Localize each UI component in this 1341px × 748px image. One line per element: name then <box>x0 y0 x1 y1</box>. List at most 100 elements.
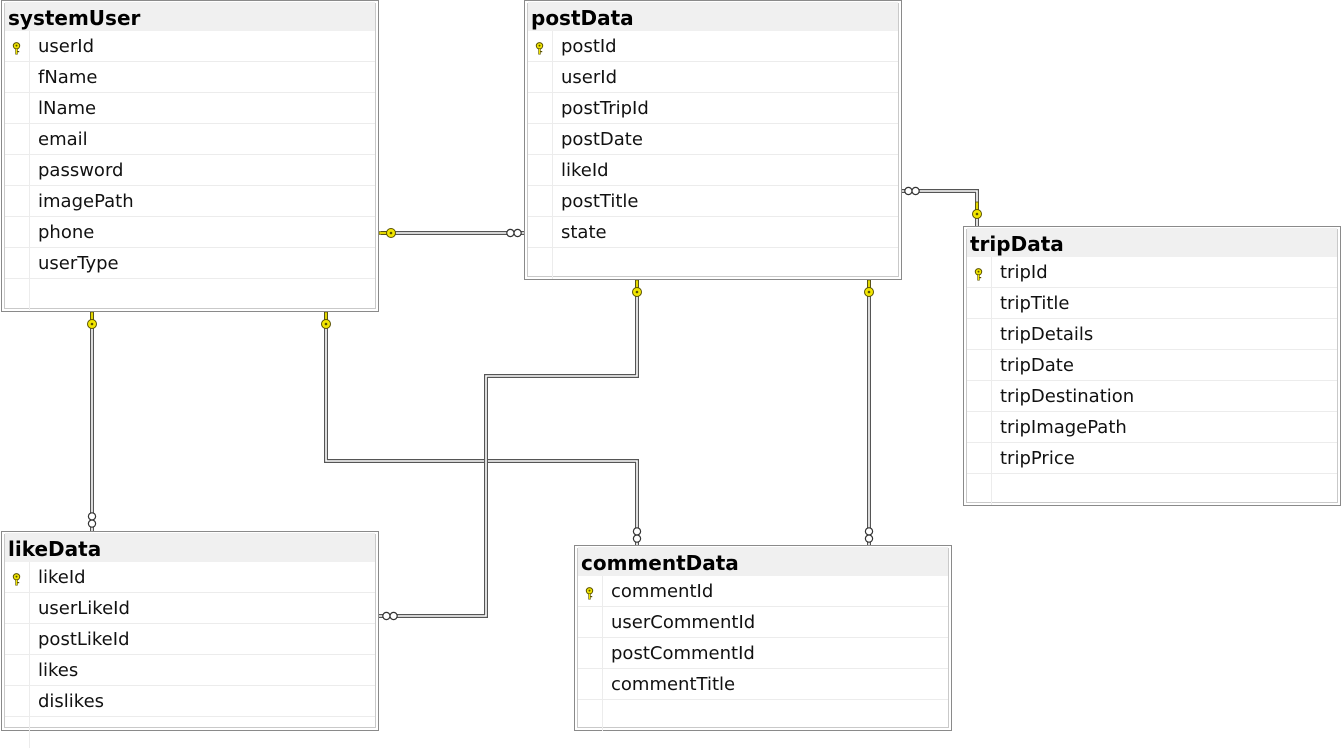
column-row[interactable]: likes <box>5 655 375 686</box>
column-row[interactable]: state <box>528 217 898 248</box>
row-selector[interactable] <box>5 279 30 310</box>
column-row[interactable]: postTripId <box>528 93 898 124</box>
row-selector[interactable] <box>5 686 30 716</box>
column-row[interactable]: commentId <box>578 576 948 607</box>
column-name: userCommentId <box>611 612 756 633</box>
row-selector[interactable] <box>5 31 30 61</box>
relationship-postData-commentData[interactable] <box>864 279 874 545</box>
column-name: commentTitle <box>611 674 736 695</box>
column-row[interactable]: likeId <box>5 562 375 593</box>
row-selector[interactable] <box>5 93 30 123</box>
row-selector[interactable] <box>5 717 30 748</box>
column-row[interactable]: tripDestination <box>967 381 1337 412</box>
column-row[interactable]: tripTitle <box>967 288 1337 319</box>
primary-key-icon <box>11 40 22 55</box>
row-selector[interactable] <box>578 607 603 637</box>
row-selector[interactable] <box>5 248 30 278</box>
column-row[interactable]: phone <box>5 217 375 248</box>
column-row[interactable]: imagePath <box>5 186 375 217</box>
column-row[interactable]: tripDate <box>967 350 1337 381</box>
new-column-row[interactable] <box>967 474 1337 505</box>
column-name: postCommentId <box>611 643 755 664</box>
row-selector[interactable] <box>967 288 992 318</box>
relationship-line <box>324 312 639 545</box>
row-selector[interactable] <box>5 593 30 623</box>
row-selector[interactable] <box>967 412 992 442</box>
row-selector[interactable] <box>5 155 30 185</box>
column-row[interactable]: tripDetails <box>967 319 1337 350</box>
new-column-row[interactable] <box>5 279 375 310</box>
column-row[interactable]: fName <box>5 62 375 93</box>
column-row[interactable]: userId <box>528 62 898 93</box>
row-selector[interactable] <box>967 381 992 411</box>
column-row[interactable]: tripPrice <box>967 443 1337 474</box>
table-title[interactable]: tripData <box>967 228 1337 257</box>
column-row[interactable]: dislikes <box>5 686 375 717</box>
row-selector[interactable] <box>528 248 553 279</box>
row-selector[interactable] <box>967 257 992 287</box>
row-selector[interactable] <box>528 62 553 92</box>
row-selector[interactable] <box>5 62 30 92</box>
relationship-lines <box>87 186 982 621</box>
column-row[interactable]: likeId <box>528 155 898 186</box>
table-title[interactable]: commentData <box>578 547 948 576</box>
relationship-systemUser-likeData[interactable] <box>87 311 97 531</box>
column-row[interactable]: postTitle <box>528 186 898 217</box>
column-row[interactable]: tripId <box>967 257 1337 288</box>
row-selector[interactable] <box>5 562 30 592</box>
relationship-tripData-postData[interactable] <box>902 186 982 226</box>
column-row[interactable]: postDate <box>528 124 898 155</box>
row-selector[interactable] <box>528 186 553 216</box>
column-name: tripTitle <box>1000 293 1070 314</box>
column-row[interactable]: userCommentId <box>578 607 948 638</box>
column-row[interactable]: userType <box>5 248 375 279</box>
column-row[interactable]: userLikeId <box>5 593 375 624</box>
column-name: tripDetails <box>1000 324 1094 345</box>
row-selector[interactable] <box>967 474 992 505</box>
row-selector[interactable] <box>578 700 603 731</box>
column-row[interactable]: lName <box>5 93 375 124</box>
row-selector[interactable] <box>5 217 30 247</box>
relationship-line-inner <box>379 280 638 617</box>
table-title[interactable]: postData <box>528 2 898 31</box>
column-row[interactable]: postId <box>528 31 898 62</box>
one-end-key-icon <box>864 279 874 297</box>
row-selector[interactable] <box>528 93 553 123</box>
column-row[interactable]: postLikeId <box>5 624 375 655</box>
relationship-postData-likeData[interactable] <box>379 279 642 621</box>
row-selector[interactable] <box>578 576 603 606</box>
new-column-row[interactable] <box>578 700 948 731</box>
row-selector[interactable] <box>528 155 553 185</box>
row-selector[interactable] <box>5 186 30 216</box>
column-name: fName <box>38 67 98 88</box>
column-row[interactable]: postCommentId <box>578 638 948 669</box>
table-title[interactable]: likeData <box>5 533 375 562</box>
relationship-systemUser-commentData[interactable] <box>321 311 642 545</box>
row-selector[interactable] <box>967 350 992 380</box>
new-column-row[interactable] <box>5 717 375 748</box>
row-selector[interactable] <box>5 124 30 154</box>
row-selector[interactable] <box>967 319 992 349</box>
row-selector[interactable] <box>528 31 553 61</box>
row-selector[interactable] <box>967 443 992 473</box>
table-title[interactable]: systemUser <box>5 2 375 31</box>
column-row[interactable]: userId <box>5 31 375 62</box>
row-selector[interactable] <box>528 124 553 154</box>
row-selector[interactable] <box>528 217 553 247</box>
column-row[interactable]: email <box>5 124 375 155</box>
relationship-systemUser-postData[interactable] <box>378 228 524 238</box>
row-selector[interactable] <box>578 638 603 668</box>
column-row[interactable]: password <box>5 155 375 186</box>
row-selector[interactable] <box>5 624 30 654</box>
column-row[interactable]: tripImagePath <box>967 412 1337 443</box>
column-row[interactable]: commentTitle <box>578 669 948 700</box>
row-selector[interactable] <box>5 655 30 685</box>
new-column-row[interactable] <box>528 248 898 279</box>
row-selector[interactable] <box>578 669 603 699</box>
